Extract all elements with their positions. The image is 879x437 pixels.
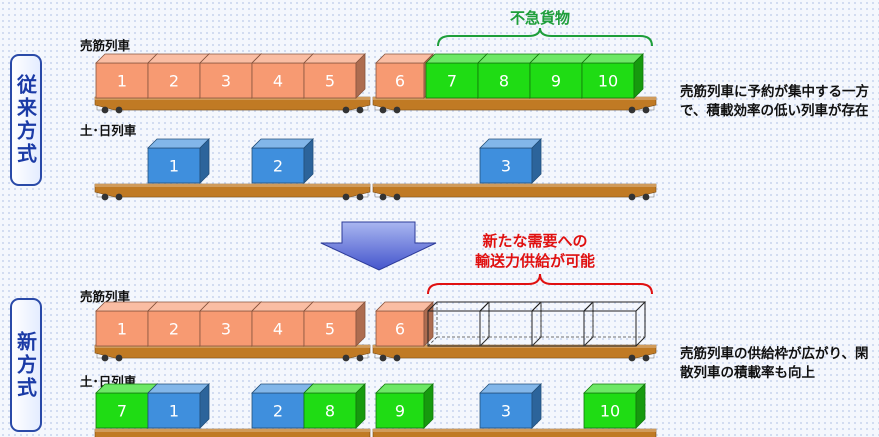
svg-text:4: 4 [273,72,283,91]
svg-text:2: 2 [169,320,179,339]
new-popular-container-10 [583,301,647,347]
new-weekend-container-7: 10 [583,383,646,429]
old-popular-container-5: 5 [303,53,366,99]
svg-text:2: 2 [169,72,179,91]
wheel-icon [642,354,650,362]
svg-text:3: 3 [501,157,511,176]
new-weekend-container-5: 9 [375,383,434,429]
wheel-icon [342,106,350,114]
svg-text:3: 3 [501,402,511,421]
new-weekend-container-2: 1 [147,383,210,429]
wheel-icon [642,193,650,201]
svg-text:1: 1 [169,402,179,421]
wheel-icon [379,106,387,114]
old-popular-container-4: 4 [251,53,314,99]
svg-text:7: 7 [117,402,127,421]
old-popular-container-6: 6 [375,53,434,99]
svg-text:4: 4 [273,320,283,339]
new-demand-label-line1: 新たな需要への [482,232,587,250]
svg-text:1: 1 [117,72,127,91]
wheel-icon [628,193,636,201]
svg-text:1: 1 [169,157,179,176]
new-demand-brace [427,273,653,295]
new-weekend-container-6: 3 [479,383,542,429]
old-weekend-container-3: 3 [479,138,542,184]
wheel-icon [115,193,123,201]
note-new-method: 売筋列車の供給枠が広がり、閑散列車の積載率も向上 [680,346,869,381]
svg-text:5: 5 [325,320,335,339]
svg-text:10: 10 [598,72,618,91]
svg-text:8: 8 [325,402,335,421]
wheel-icon [628,354,636,362]
note-old-method: 売筋列車に予約が集中する一方で、積載効率の低い列車が存在 [680,84,869,119]
wheel-icon [101,354,109,362]
wheel-icon [101,193,109,201]
wheel-icon [379,193,387,201]
old-weekend-container-2: 2 [251,138,314,184]
svg-text:3: 3 [221,72,231,91]
wheel-icon [342,354,350,362]
old-weekend-container-1: 1 [147,138,210,184]
old-popular-container-10: 10 [581,53,644,99]
wheel-icon [356,106,364,114]
svg-text:9: 9 [395,402,405,421]
wheel-icon [356,354,364,362]
svg-text:9: 9 [551,72,561,91]
wheel-icon [642,106,650,114]
wheel-icon [356,193,364,201]
svg-text:2: 2 [273,157,283,176]
wheel-icon [393,193,401,201]
new-demand-label-line2: 輸送力供給が可能 [475,252,595,270]
svg-text:10: 10 [600,402,620,421]
wheel-icon [101,106,109,114]
wheel-icon [115,106,123,114]
svg-text:1: 1 [117,320,127,339]
new-weekend-container-4: 8 [303,383,366,429]
section-label-old-method: 従来方式 [10,54,42,186]
train-label-old-weekend: 土･日列車 [80,123,137,138]
svg-text:8: 8 [499,72,509,91]
new-popular-container-5: 5 [303,301,366,347]
new-popular-container-6: 6 [375,301,434,347]
svg-text:6: 6 [395,72,405,91]
nonurgent-brace [437,27,653,47]
wheel-icon [628,106,636,114]
wheel-icon [342,193,350,201]
down-arrow-icon [320,221,437,271]
wheel-icon [393,354,401,362]
section-label-new-method: 新方式 [10,298,42,432]
wheel-icon [393,106,401,114]
svg-text:6: 6 [395,320,405,339]
train-label-old-popular: 売筋列車 [80,38,131,53]
svg-text:3: 3 [221,320,231,339]
svg-text:2: 2 [273,402,283,421]
svg-text:7: 7 [447,72,457,91]
train-label-new-popular: 売筋列車 [80,289,131,304]
wheel-icon [115,354,123,362]
wheel-icon [379,354,387,362]
nonurgent-cargo-label: 不急貨物 [510,9,570,27]
svg-text:5: 5 [325,72,335,91]
